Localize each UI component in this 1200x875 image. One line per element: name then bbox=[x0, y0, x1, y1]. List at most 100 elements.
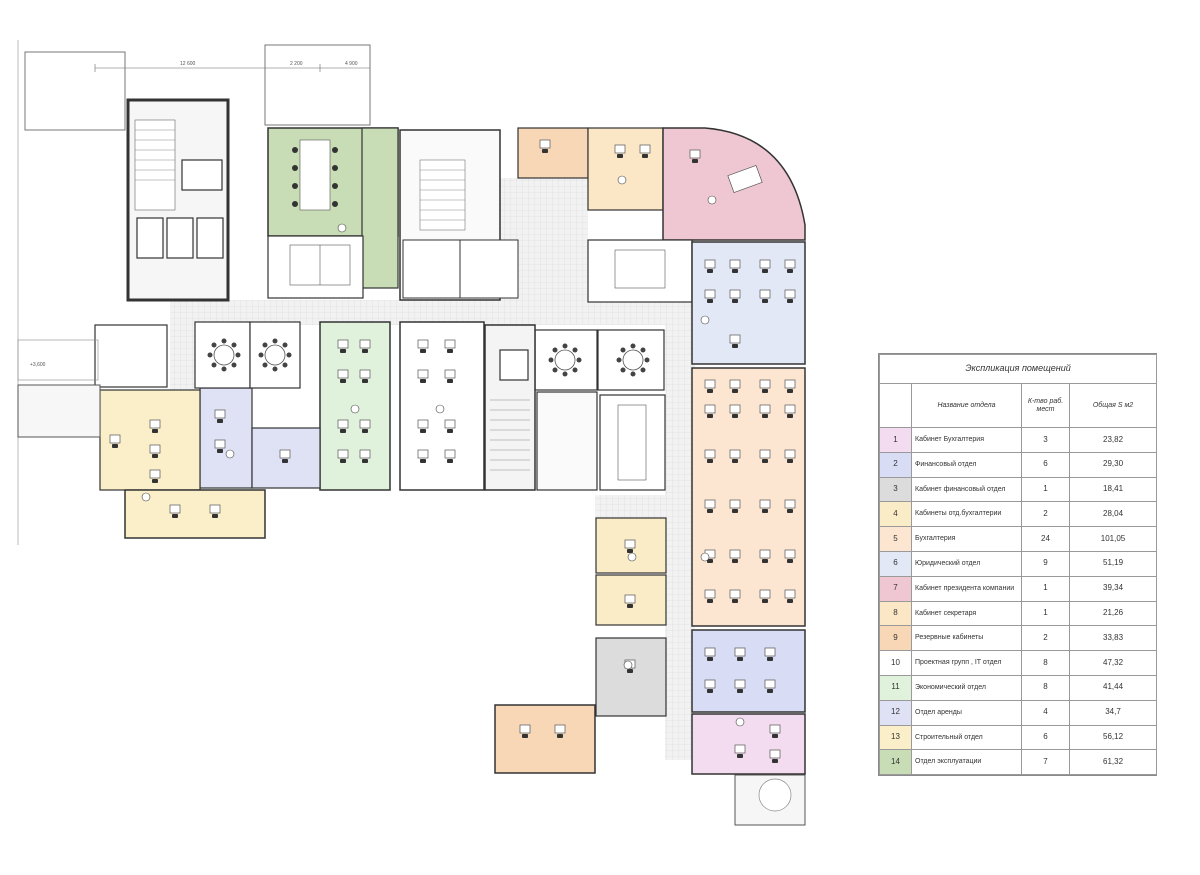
legend-row-number: 4 bbox=[879, 501, 912, 528]
legend-title: Экспликация помещений bbox=[878, 354, 1158, 384]
floor-plan: 12 600 2 200 4 900 bbox=[17, 40, 806, 826]
legend-row-count: 8 bbox=[1021, 674, 1070, 701]
stair-core-lower-right bbox=[734, 774, 806, 826]
left-wing: +3,600 bbox=[17, 324, 168, 438]
legend-row-number: 10 bbox=[879, 650, 912, 676]
legend-row-number: 9 bbox=[879, 625, 912, 652]
legend-row-count: 3 bbox=[1021, 427, 1070, 453]
dimension-label-3: 4 900 bbox=[345, 61, 358, 67]
legend-row-name: Отдел аренды bbox=[911, 699, 1022, 726]
legend-row-number: 5 bbox=[879, 526, 912, 552]
legend-header-num bbox=[879, 383, 912, 428]
legend-row-name: Кабинет президента компании bbox=[911, 575, 1022, 602]
legend-row-area: 29,30 bbox=[1068, 451, 1158, 478]
restroom-block bbox=[399, 129, 519, 301]
legend-row-number: 3 bbox=[879, 476, 912, 503]
legend-row-number: 8 bbox=[879, 600, 912, 627]
legend-row-count: 6 bbox=[1021, 451, 1070, 478]
legend-row-name: Кабинет финансовый отдел bbox=[911, 476, 1022, 503]
legend-row-name: Экономический отдел bbox=[911, 674, 1022, 701]
legend-row-name: Проектная групп , IT отдел bbox=[911, 650, 1022, 676]
room-legal bbox=[691, 241, 806, 365]
room-economic bbox=[319, 321, 391, 491]
legend-row-number: 2 bbox=[879, 451, 912, 478]
legend-row-count: 6 bbox=[1021, 724, 1070, 751]
legend-row-area: 34,7 bbox=[1068, 699, 1158, 726]
stair-core-left bbox=[126, 98, 230, 302]
legend-row-name: Бухгалтерия bbox=[911, 526, 1022, 552]
room-construction bbox=[99, 389, 266, 539]
legend-row-area: 18,41 bbox=[1068, 476, 1158, 503]
legend-row-number: 1 bbox=[879, 427, 912, 453]
legend-table: Экспликация помещений Название отдела К-… bbox=[878, 353, 1158, 777]
legend-row-area: 101,05 bbox=[1068, 526, 1158, 552]
room-reserve-lower bbox=[494, 704, 596, 774]
legend-row-count: 4 bbox=[1021, 699, 1070, 726]
legend-row-area: 41,44 bbox=[1068, 674, 1158, 701]
legend-row-area: 33,83 bbox=[1068, 625, 1158, 652]
legend-row-name: Отдел эксплуатации bbox=[911, 749, 1022, 776]
room-rent bbox=[199, 387, 321, 489]
legend-row-count: 1 bbox=[1021, 575, 1070, 602]
legend-row-area: 56,12 bbox=[1068, 724, 1158, 751]
legend-row-number: 12 bbox=[879, 699, 912, 726]
legend-row-count: 2 bbox=[1021, 625, 1070, 652]
room-accounting bbox=[691, 367, 806, 627]
balconies bbox=[17, 40, 371, 545]
room-cabinet-accounting bbox=[691, 713, 806, 775]
room-cabinet-finance bbox=[595, 637, 667, 717]
legend-row-name: Финансовый отдел bbox=[911, 451, 1022, 478]
legend-row-number: 11 bbox=[879, 674, 912, 701]
room-reserve bbox=[517, 127, 589, 179]
legend-row-area: 28,04 bbox=[1068, 501, 1158, 528]
room-secretary bbox=[587, 127, 664, 211]
legend-row-name: Кабинеты отд.бухгалтерии bbox=[911, 501, 1022, 528]
meeting-room-left bbox=[267, 235, 364, 299]
legend-row-area: 51,19 bbox=[1068, 550, 1158, 577]
legend-row-count: 9 bbox=[1021, 550, 1070, 577]
legend-row-count: 7 bbox=[1021, 749, 1070, 776]
level-mark: +3,600 bbox=[30, 362, 46, 368]
room-cabinets-accounting bbox=[595, 517, 667, 626]
legend-row-area: 47,32 bbox=[1068, 650, 1158, 676]
room-president bbox=[662, 127, 806, 241]
legend-row-name: Строительный отдел bbox=[911, 724, 1022, 751]
stair-core-center bbox=[484, 324, 598, 491]
round-meeting-rooms bbox=[194, 321, 666, 491]
room-operations bbox=[267, 127, 399, 289]
legend-row-count: 1 bbox=[1021, 600, 1070, 627]
legend-row-name: Юридический отдел bbox=[911, 550, 1022, 577]
legend-header-name: Название отдела bbox=[911, 383, 1022, 428]
dimension-lines bbox=[94, 64, 371, 72]
legend-row-area: 21,26 bbox=[1068, 600, 1158, 627]
legend-row-area: 39,34 bbox=[1068, 575, 1158, 602]
legend-header-count: К-тво раб. мест bbox=[1021, 383, 1070, 428]
legend-row-area: 61,32 bbox=[1068, 749, 1158, 776]
legend-row-number: 14 bbox=[879, 749, 912, 776]
legend-row-name: Кабинет Бухгалтерия bbox=[911, 427, 1022, 453]
legend-row-number: 13 bbox=[879, 724, 912, 751]
room-number-markers bbox=[141, 175, 745, 727]
legend-row-name: Резервные кабинеты bbox=[911, 625, 1022, 652]
legend-header-area: Общая S м2 bbox=[1068, 383, 1158, 428]
legend-row-count: 8 bbox=[1021, 650, 1070, 676]
dimension-label-1: 12 600 bbox=[180, 61, 196, 67]
legend-row-count: 2 bbox=[1021, 501, 1070, 528]
legend-row-number: 7 bbox=[879, 575, 912, 602]
room-finance bbox=[691, 629, 806, 713]
legend-row-count: 24 bbox=[1021, 526, 1070, 552]
